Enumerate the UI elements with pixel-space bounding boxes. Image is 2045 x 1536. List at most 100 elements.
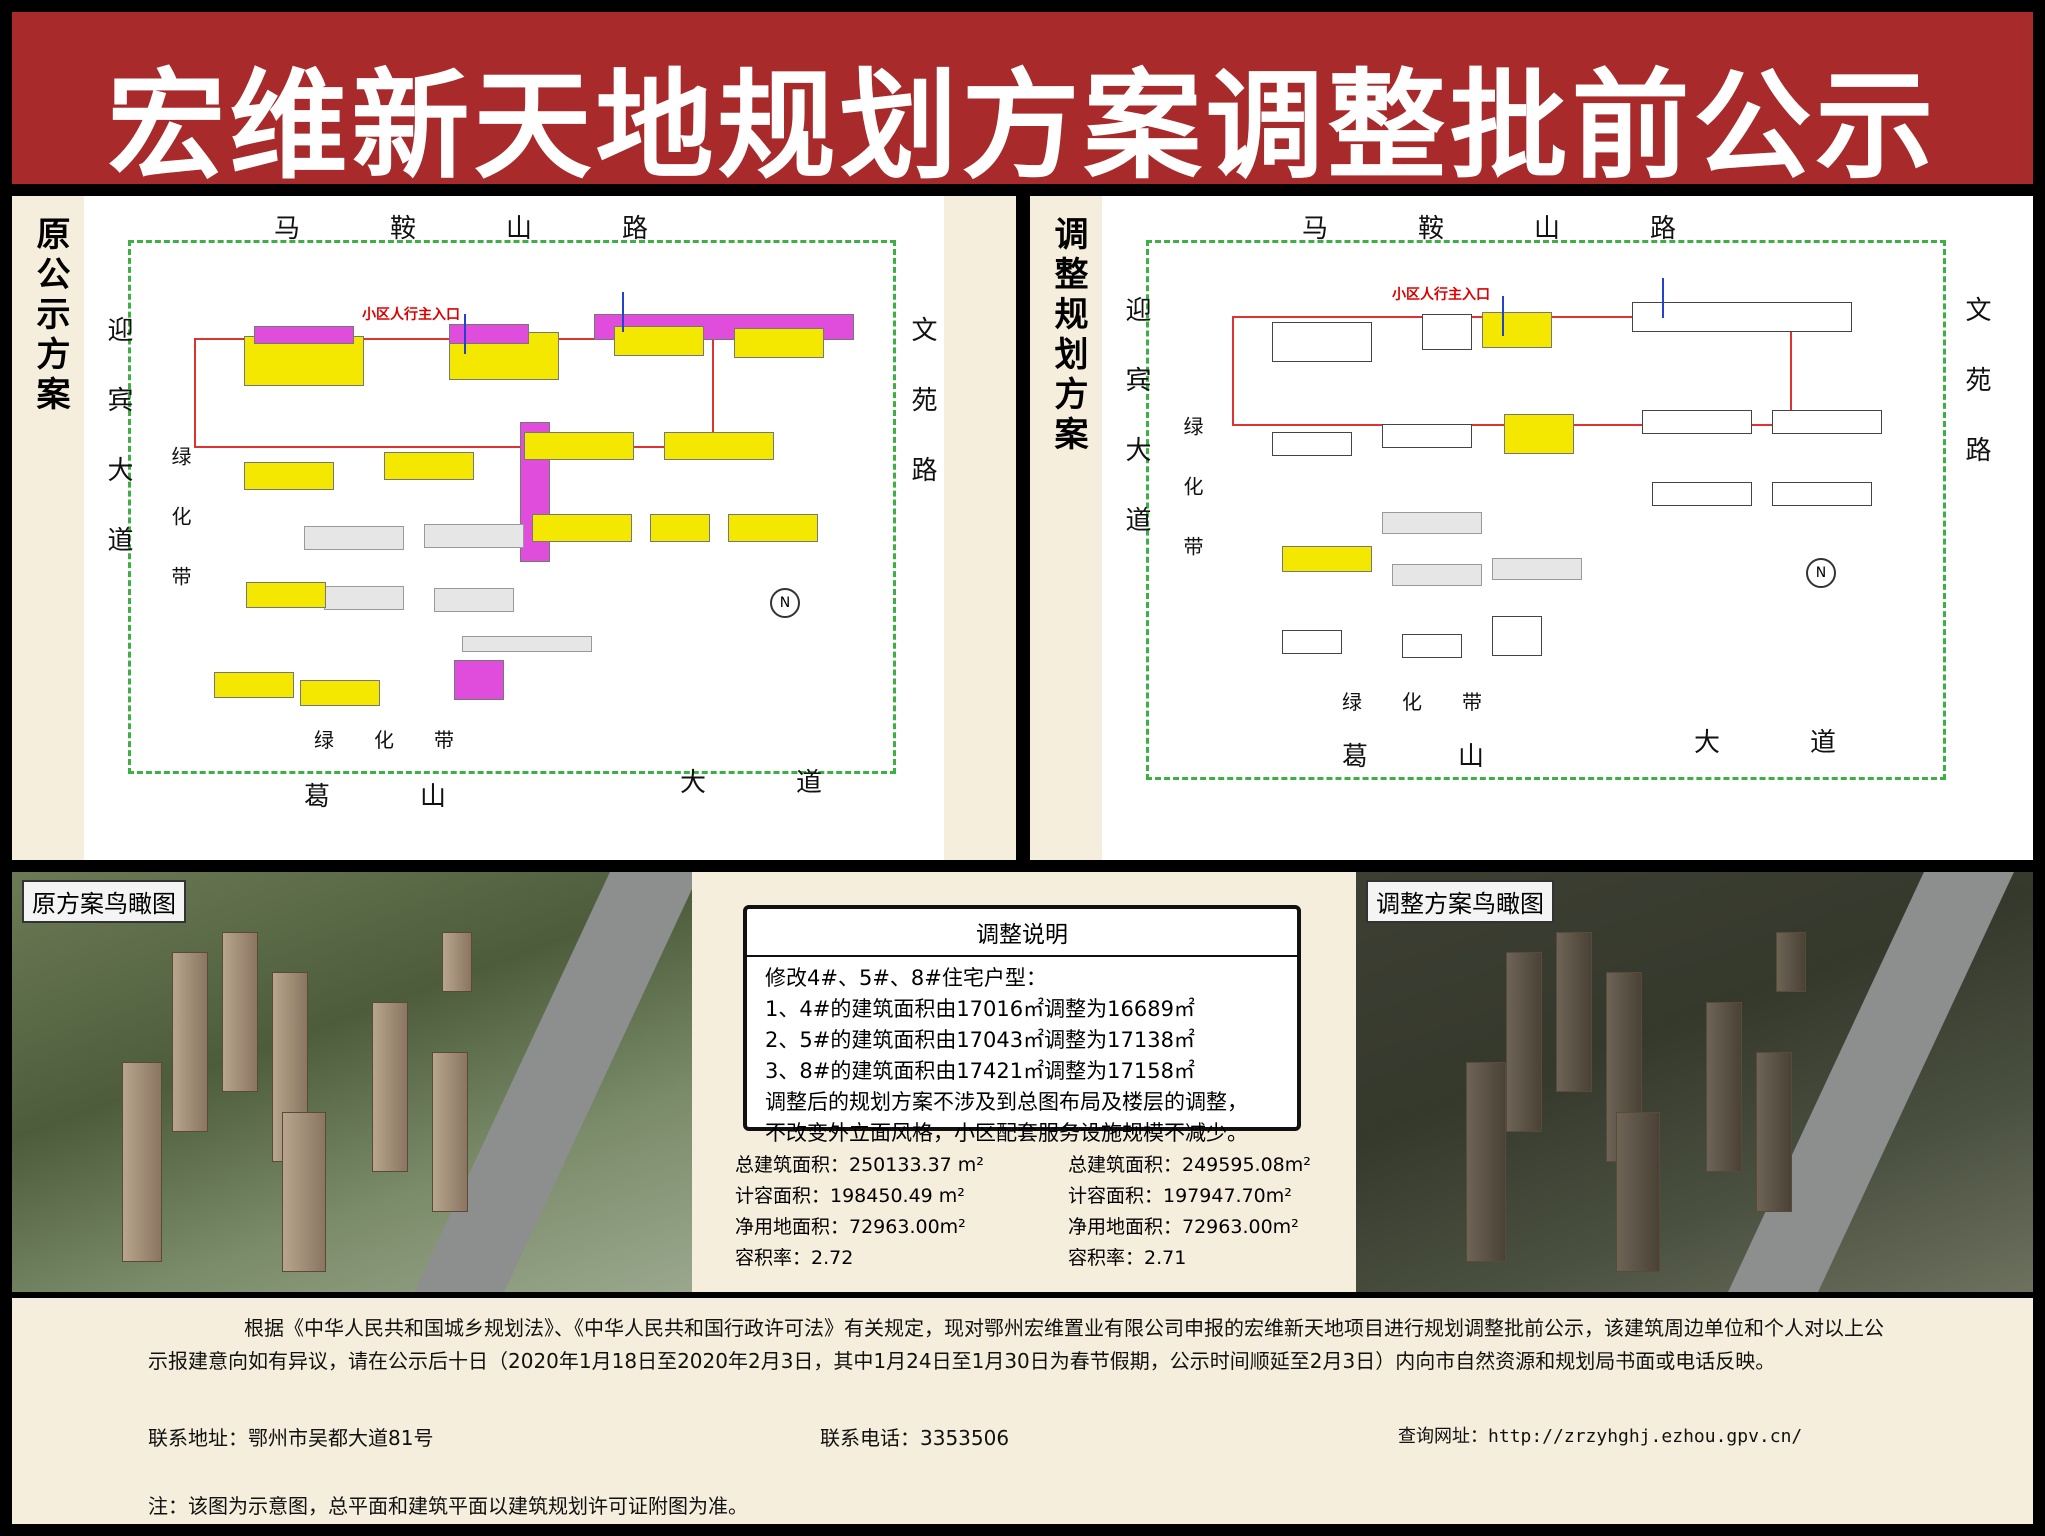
contact-phone: 联系电话：3353506 — [820, 1426, 1010, 1450]
building — [728, 514, 818, 542]
building — [449, 324, 529, 344]
building — [524, 432, 634, 460]
building — [214, 672, 294, 698]
building — [424, 524, 524, 548]
tower — [1616, 1112, 1660, 1272]
adjusted-aerial-label: 调整方案鸟瞰图 — [1366, 880, 1554, 923]
building — [244, 462, 334, 490]
building — [1272, 322, 1372, 362]
stat-far-area: 计容面积：197947.70m² — [1068, 1185, 1292, 1207]
stat-plot-ratio: 容积率：2.72 — [735, 1247, 854, 1269]
adjusted-plan-label: 调整规划方案 — [1048, 216, 1088, 456]
tower — [222, 932, 258, 1092]
adjusted-plan-panel: 调整规划方案 马鞍山路 迎宾大道 文苑路 绿化带 绿化带 葛山 大道 小区人行主… — [1030, 196, 2033, 860]
building — [244, 336, 364, 386]
building — [1272, 432, 1352, 456]
greenbelt-bottom: 绿化带 — [314, 728, 494, 752]
original-plan-panel: 原公示方案 马鞍山路 迎宾大道 文苑路 绿化带 绿化带 葛山 大道 小区人行主入… — [12, 196, 1016, 860]
blue-line — [1662, 278, 1664, 318]
stat-total-area: 总建筑面积：249595.08m² — [1068, 1154, 1311, 1176]
notice-line: 3、8#的建筑面积由17421㎡调整为17158㎡ — [765, 1059, 1195, 1083]
adjusted-aerial-view: 调整方案鸟瞰图 — [1356, 872, 2033, 1292]
header-banner: 宏维新天地规划方案调整批前公示 — [12, 12, 2033, 195]
greenbelt-bottom: 绿化带 — [1342, 690, 1522, 714]
building — [1382, 512, 1482, 534]
building — [614, 326, 704, 356]
tower — [1466, 1062, 1506, 1262]
footer-panel: 根据《中华人民共和国城乡规划法》、《中华人民共和国行政许可法》有关规定，现对鄂州… — [12, 1298, 2033, 1524]
road-bottom-right: 大道 — [1694, 728, 1927, 758]
building — [1504, 414, 1574, 454]
site-boundary — [1146, 240, 1946, 780]
building — [650, 514, 710, 542]
building — [1382, 424, 1472, 448]
blue-line — [1502, 296, 1504, 336]
road-right: 文苑路 — [1961, 296, 1991, 506]
tower — [122, 1062, 162, 1262]
notice-line: 1、4#的建筑面积由17016㎡调整为16689㎡ — [765, 997, 1195, 1021]
north-arrow-icon: N — [1806, 558, 1836, 588]
adjusted-site-plan: 马鞍山路 迎宾大道 文苑路 绿化带 绿化带 葛山 大道 小区人行主入口 N — [1102, 196, 2033, 860]
blue-line — [464, 314, 466, 354]
website-link[interactable]: 查询网址：http://zrzyhghj.ezhou.gpv.cn/ — [1398, 1426, 1803, 1447]
building — [664, 432, 774, 460]
north-arrow-icon: N — [770, 588, 800, 618]
building — [1632, 302, 1852, 332]
tower — [442, 932, 472, 992]
building — [1392, 564, 1482, 586]
stat-total-area: 总建筑面积：250133.37 m² — [735, 1154, 984, 1176]
site-boundary — [128, 240, 896, 774]
building — [454, 660, 504, 700]
road-bottom-right: 大道 — [680, 768, 913, 798]
disclaimer-note: 注：该图为示意图，总平面和建筑平面以建筑规划许可证附图为准。 — [148, 1494, 748, 1518]
building — [246, 582, 326, 608]
tower — [1706, 1002, 1742, 1172]
notice-line: 不改变外立面风格，小区配套服务设施规模不减少。 — [765, 1121, 1248, 1145]
building — [734, 328, 824, 358]
pedestrian-entry: 小区人行主入口 — [362, 307, 460, 323]
notice-line: 2、5#的建筑面积由17043㎡调整为17138㎡ — [765, 1028, 1195, 1052]
road-left: 迎宾大道 — [1121, 296, 1151, 576]
greenbelt-left: 绿化带 — [1180, 416, 1204, 596]
building — [300, 680, 380, 706]
tower — [372, 1002, 408, 1172]
building — [462, 636, 592, 652]
building — [1422, 314, 1472, 350]
original-aerial-label: 原方案鸟瞰图 — [22, 880, 186, 923]
pedestrian-entry: 小区人行主入口 — [1392, 287, 1490, 303]
building — [1492, 616, 1542, 656]
adjustment-notice: 调整说明 修改4#、5#、8#住宅户型： 1、4#的建筑面积由17016㎡调整为… — [743, 905, 1301, 1145]
building — [384, 452, 474, 480]
road-left: 迎宾大道 — [103, 316, 133, 596]
building — [1772, 410, 1882, 434]
contact-address: 联系地址：鄂州市吴都大道81号 — [148, 1426, 434, 1450]
notice-title: 调整说明 — [747, 915, 1297, 957]
building — [1482, 312, 1552, 348]
original-site-plan: 马鞍山路 迎宾大道 文苑路 绿化带 绿化带 葛山 大道 小区人行主入口 — [84, 196, 944, 860]
tower — [172, 952, 208, 1132]
stat-plot-ratio: 容积率：2.71 — [1068, 1247, 1187, 1269]
building — [1772, 482, 1872, 506]
building — [1492, 558, 1582, 580]
building — [304, 526, 404, 550]
building — [1642, 410, 1752, 434]
building — [1282, 630, 1342, 654]
tower — [282, 1112, 326, 1272]
stat-far-area: 计容面积：198450.49 m² — [735, 1185, 965, 1207]
greenbelt-left: 绿化带 — [168, 446, 192, 626]
adjusted-stats: 总建筑面积：249595.08m² 计容面积：197947.70m² 净用地面积… — [1068, 1150, 1311, 1274]
original-plan-label: 原公示方案 — [30, 216, 70, 416]
tower — [1556, 932, 1592, 1092]
notice-body: 修改4#、5#、8#住宅户型： 1、4#的建筑面积由17016㎡调整为16689… — [747, 957, 1297, 1155]
building — [1282, 546, 1372, 572]
original-stats: 总建筑面积：250133.37 m² 计容面积：198450.49 m² 净用地… — [735, 1150, 984, 1274]
notice-line: 调整后的规划方案不涉及到总图布局及楼层的调整， — [765, 1090, 1248, 1114]
notice-line: 修改4#、5#、8#住宅户型： — [765, 966, 1047, 990]
road-top: 马鞍山路 — [274, 214, 739, 244]
legal-paragraph: 根据《中华人民共和国城乡规划法》、《中华人民共和国行政许可法》有关规定，现对鄂州… — [148, 1316, 1884, 1373]
stat-land-area: 净用地面积：72963.00m² — [1068, 1216, 1299, 1238]
building — [254, 326, 354, 344]
building — [1402, 634, 1462, 658]
tower — [1506, 952, 1542, 1132]
stat-land-area: 净用地面积：72963.00m² — [735, 1216, 966, 1238]
